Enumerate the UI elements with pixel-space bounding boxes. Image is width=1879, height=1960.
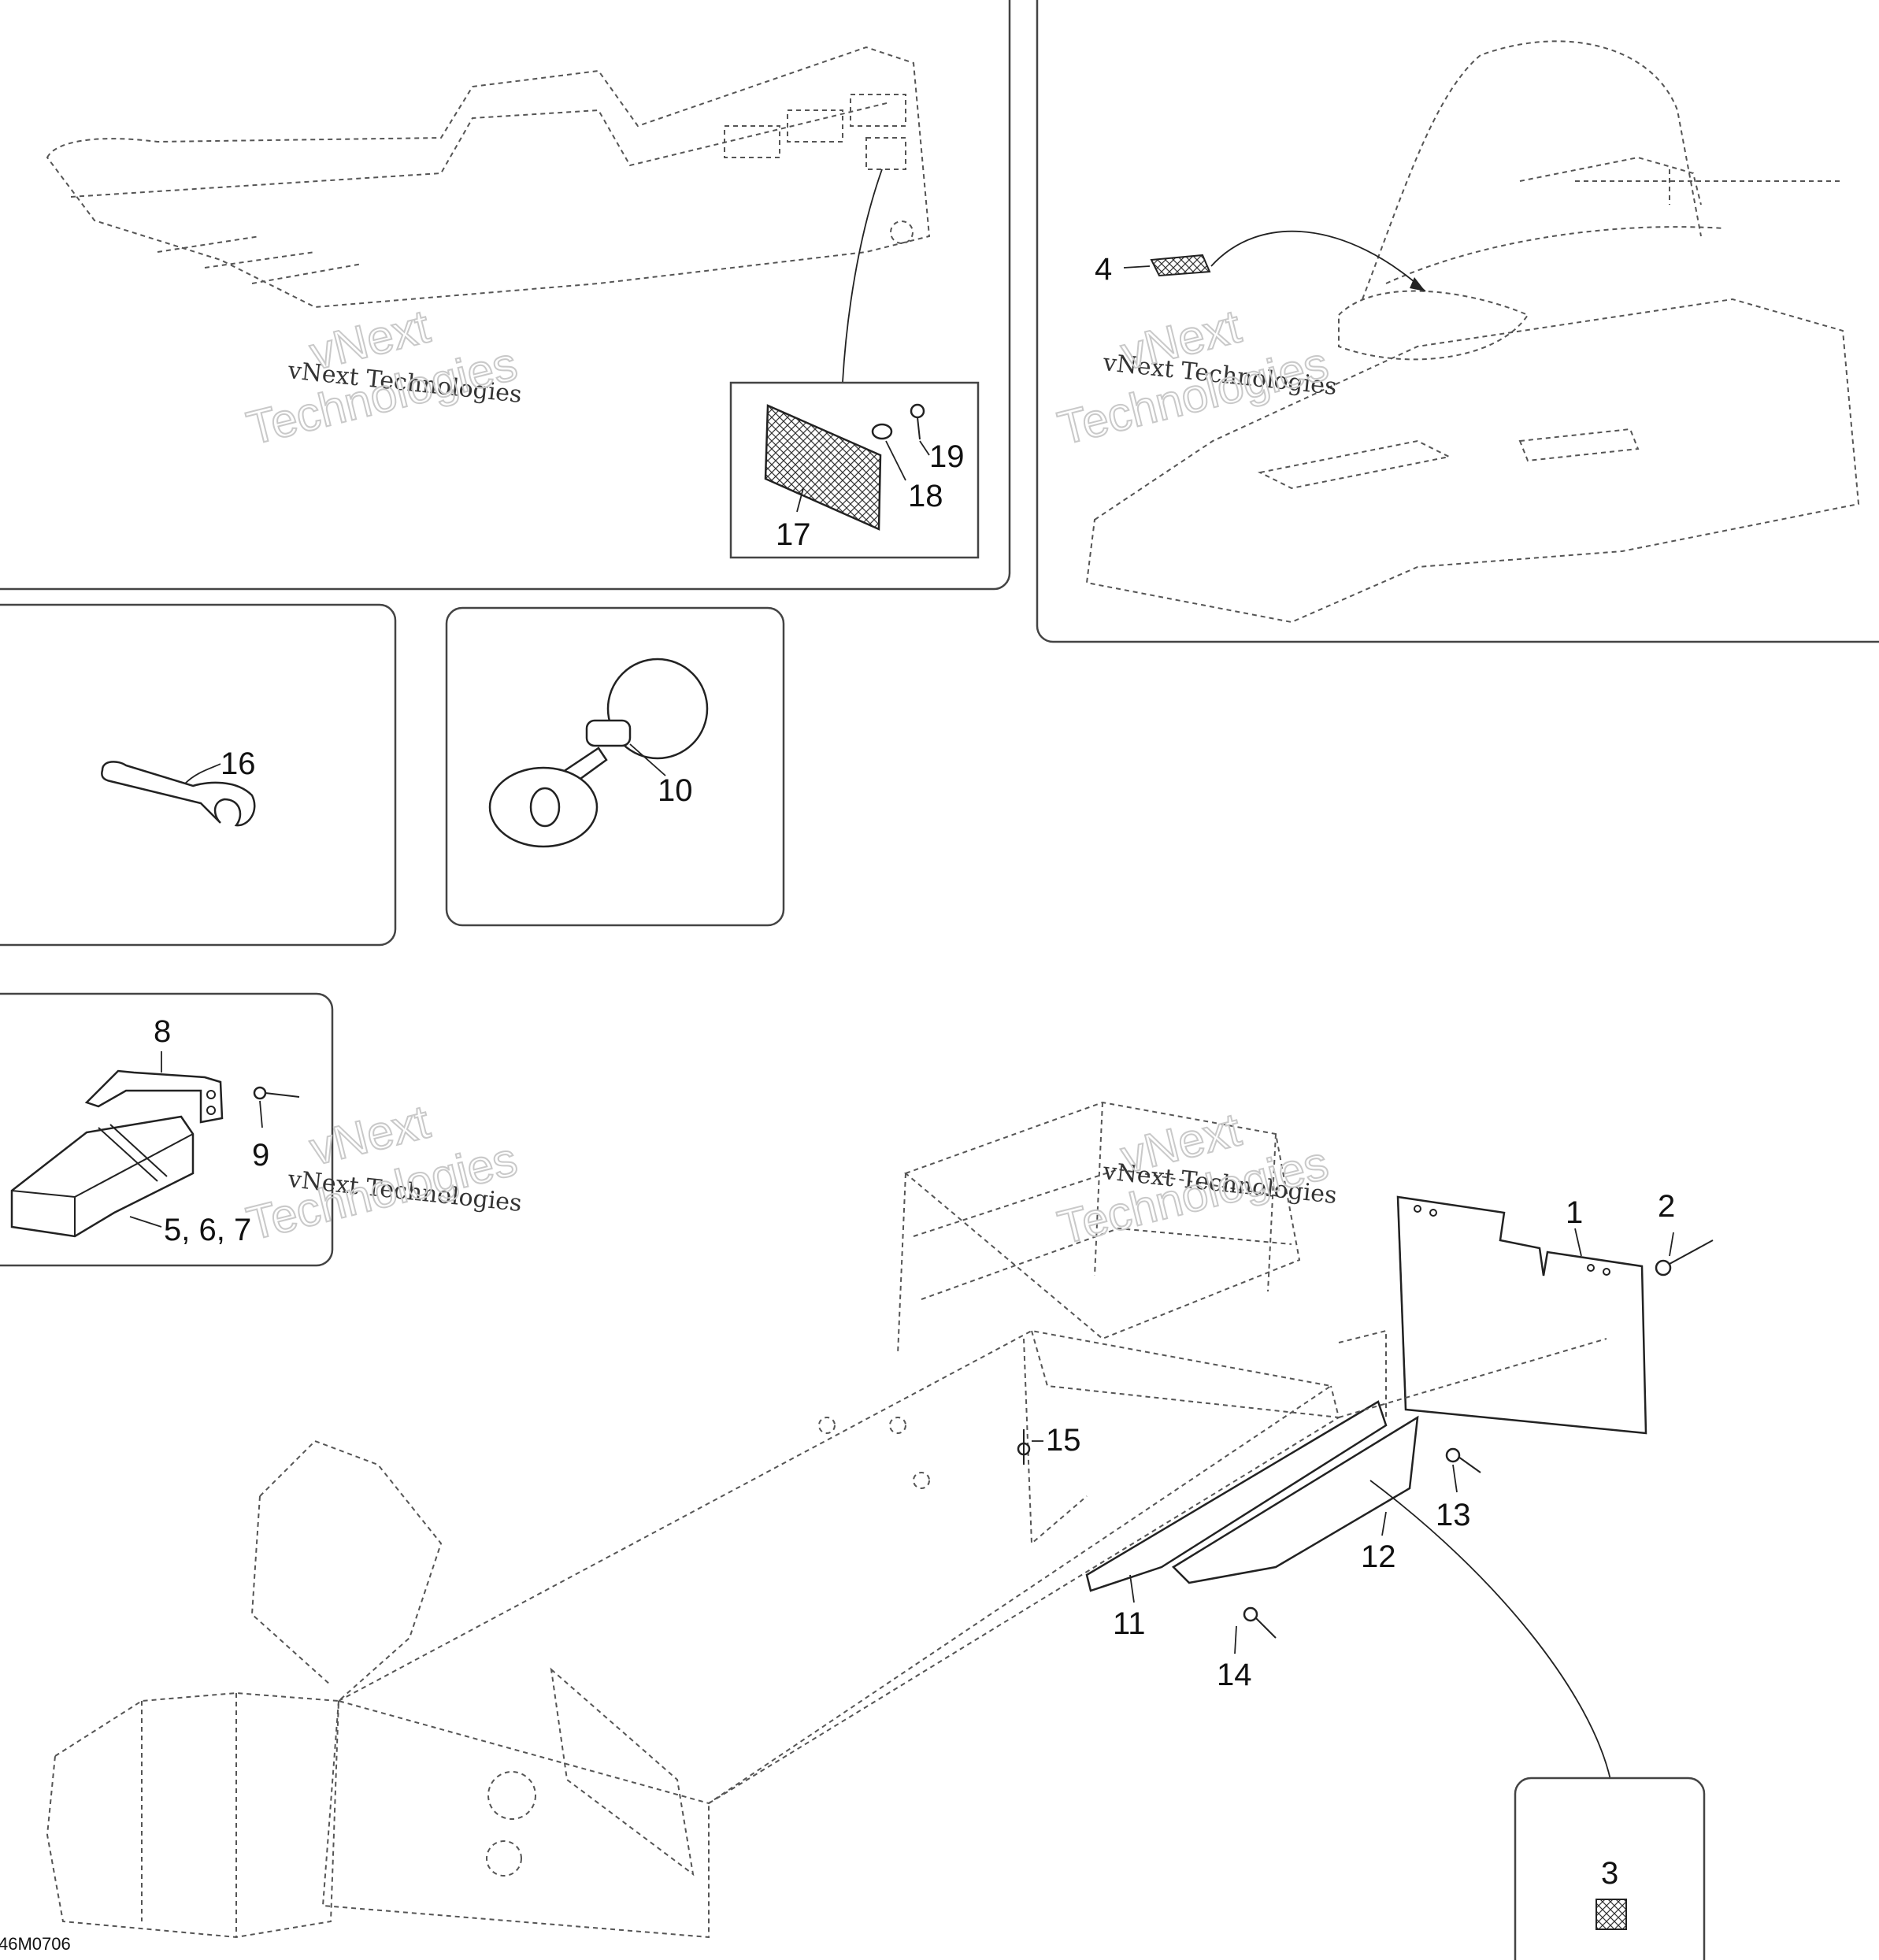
- rivet-tunnel: [1017, 1429, 1031, 1465]
- panel-spanner-wrench: 16: [0, 603, 397, 947]
- callout-15: 15: [1046, 1423, 1081, 1458]
- callout-16: 16: [221, 747, 256, 781]
- callout-12: 12: [1361, 1539, 1396, 1574]
- spanner-wrench: [101, 761, 256, 827]
- rivet-rear: [1445, 1447, 1481, 1473]
- panel-reflector-decal: 3: [1514, 1777, 1706, 1960]
- callout-13: 13: [1436, 1498, 1471, 1532]
- callout-18: 18: [908, 479, 943, 513]
- callout-19: 19: [929, 439, 965, 474]
- callout-3: 3: [1601, 1856, 1618, 1891]
- callout-1: 1: [1566, 1195, 1583, 1230]
- rivet: [253, 1086, 300, 1100]
- panel-rear-seat: 19 18 17 vNext Technologies vNext Techno…: [0, 0, 1011, 591]
- tool-box: [10, 1115, 195, 1238]
- rivet-side: [1243, 1606, 1277, 1639]
- callout-9: 9: [252, 1138, 269, 1173]
- snowflap: [1396, 1195, 1647, 1435]
- console-decal: [1150, 254, 1211, 277]
- reflector-panel: [764, 404, 882, 531]
- callout-11: 11: [1113, 1606, 1146, 1641]
- callout-4: 4: [1095, 252, 1112, 287]
- reflector-decal: [1595, 1899, 1627, 1930]
- callout-8: 8: [154, 1014, 171, 1049]
- rail-protector: [1085, 1400, 1419, 1592]
- callout-10: 10: [658, 773, 693, 808]
- callout-17: 17: [776, 517, 811, 552]
- panel-console-decal: 4 vNext Technologies vNext Technologies: [1036, 0, 1879, 643]
- panel-horn: 10: [445, 606, 785, 927]
- rivet-snowflap: [1655, 1239, 1714, 1276]
- diagram-code: 46M0706: [0, 1934, 71, 1954]
- screw: [910, 403, 925, 440]
- callout-14: 14: [1217, 1658, 1252, 1692]
- callout-5-6-7: 5, 6, 7: [164, 1213, 251, 1247]
- chassis-frame: [46, 1101, 1340, 1939]
- horn: [488, 658, 709, 848]
- bracket: [84, 1069, 224, 1124]
- callout-2: 2: [1658, 1189, 1675, 1224]
- washer: [871, 423, 893, 440]
